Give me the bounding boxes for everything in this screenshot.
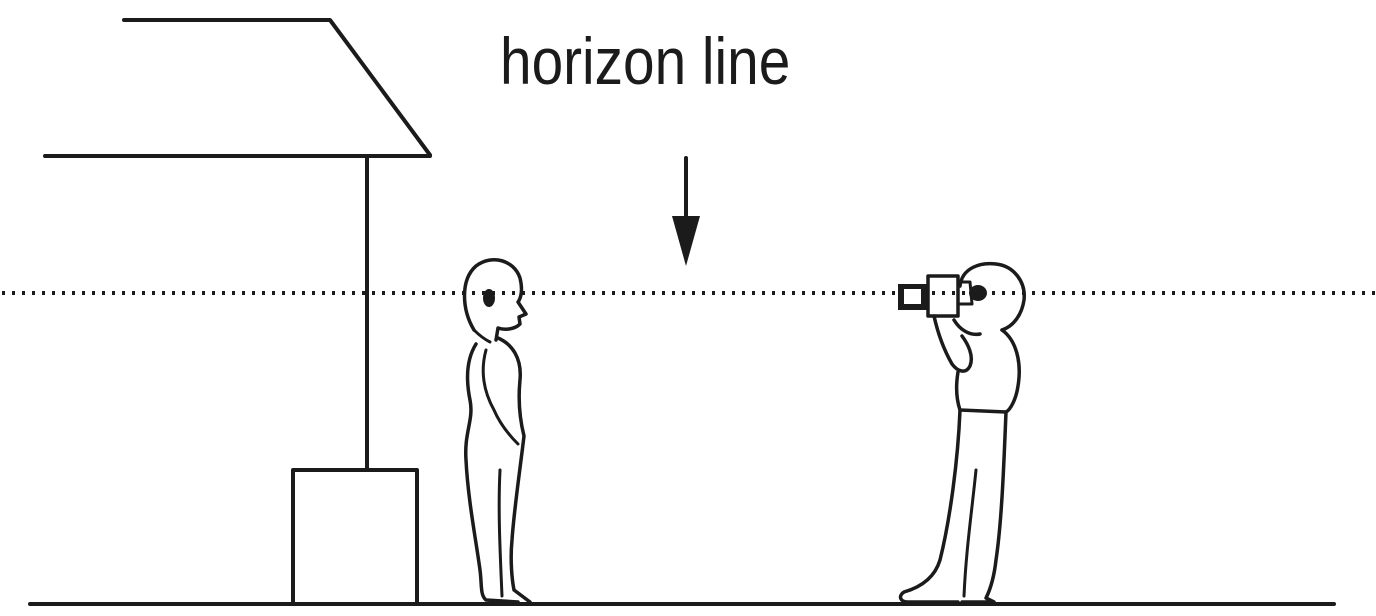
horizon-arrow	[672, 158, 700, 266]
photographer-figure	[898, 264, 1024, 602]
awning	[45, 20, 430, 604]
subject-figure	[465, 260, 531, 602]
